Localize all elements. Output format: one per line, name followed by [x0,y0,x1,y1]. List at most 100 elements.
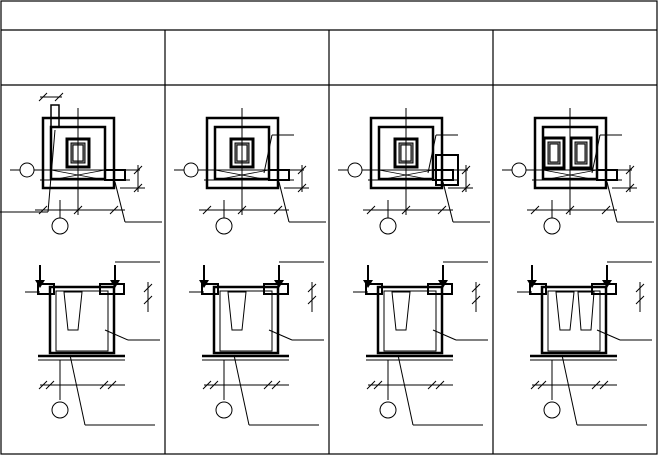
beam-left [365,283,383,295]
section-frame [48,285,116,355]
section-inner [547,290,601,352]
leader-line [268,329,293,341]
wall-stub [596,169,618,181]
duct-box [435,154,459,186]
beam-right [591,283,617,295]
window-section [227,291,247,331]
section-detail [189,261,324,426]
dimension-tick [530,380,540,390]
dimension-tick [471,283,481,293]
arrow-icon [274,280,284,288]
wall-stub [104,169,126,181]
section-detail [517,261,652,426]
dimension-tick [202,205,212,215]
dimension-tick [461,165,471,175]
arrow-icon [527,280,537,288]
dimension-tick [99,380,109,390]
window-section [391,291,411,331]
leader-line [104,329,129,341]
axis-bubble [379,217,397,235]
dimension-tick [38,205,48,215]
dimension-tick [202,380,212,390]
dimension-tick [107,380,117,390]
beam-left [201,283,219,295]
dimension-tick [427,380,437,390]
section-detail [25,261,160,426]
axis-bubble [183,162,199,178]
window-section [555,291,575,331]
dimension-tick [133,165,143,175]
leader-line [427,134,437,174]
dimension-tick [263,380,273,390]
section-frame [540,285,608,355]
section-inner [219,290,273,352]
dimension-tick [209,380,219,390]
section-inner [383,290,437,352]
beam-right [263,283,289,295]
window-frame [542,136,566,170]
dimension-tick [307,295,317,305]
arrow-icon [438,280,448,288]
axis-bubble [347,162,363,178]
dimension-tick [471,295,481,305]
wall-stub [268,169,290,181]
leader-line [606,181,618,223]
window-inner [576,143,586,163]
arrow-icon [110,280,120,288]
leader-line [47,129,56,213]
dimension-tick [273,205,283,215]
leader-line [69,354,86,426]
window-section [63,291,83,331]
dimension-tick [297,165,307,175]
dimension-tick [54,92,64,102]
plan-detail [502,108,654,235]
dimension-tick [237,205,247,215]
window-inner [549,143,559,163]
section-detail [353,261,488,426]
dimension-tick [635,295,645,305]
dimension-tick [625,165,635,175]
arrow-icon [199,280,209,288]
dimension-tick [143,295,153,305]
beam-left [37,283,55,295]
dimension-tick [307,283,317,293]
dimension-tick [109,205,119,215]
axis-bubble [511,162,527,178]
plan-detail [0,92,162,235]
leader-line [278,181,290,223]
dimension-tick [143,283,153,293]
axis-bubble [215,401,233,419]
plan-detail [338,108,490,235]
dimension-tick [45,380,55,390]
leader-line [397,354,414,426]
dimension-tick [366,205,376,215]
leader-line [233,354,250,426]
axis-bubble [543,401,561,419]
axis-bubble [19,162,35,178]
leader-line [263,134,273,174]
leader-line [591,134,601,174]
leader-line [432,329,457,341]
dimension-tick [435,380,445,390]
leader-line [442,181,454,223]
arrow-icon [602,280,612,288]
arrow-icon [35,280,45,288]
leader-line [561,354,578,426]
section-inner [55,290,109,352]
detail-column-3 [338,108,490,426]
detail-column-4 [502,108,654,426]
dimension-tick [401,205,411,215]
dimension-tick [537,380,547,390]
axis-bubble [51,401,69,419]
dimension-tick [366,380,376,390]
detail-column-1 [0,92,162,426]
dimension-tick [73,205,83,215]
dimension-tick [599,380,609,390]
dimension-tick [437,205,447,215]
axis-bubble [379,401,397,419]
axis-bubble [51,217,69,235]
beam-right [427,283,453,295]
detail-column-2 [174,108,326,426]
